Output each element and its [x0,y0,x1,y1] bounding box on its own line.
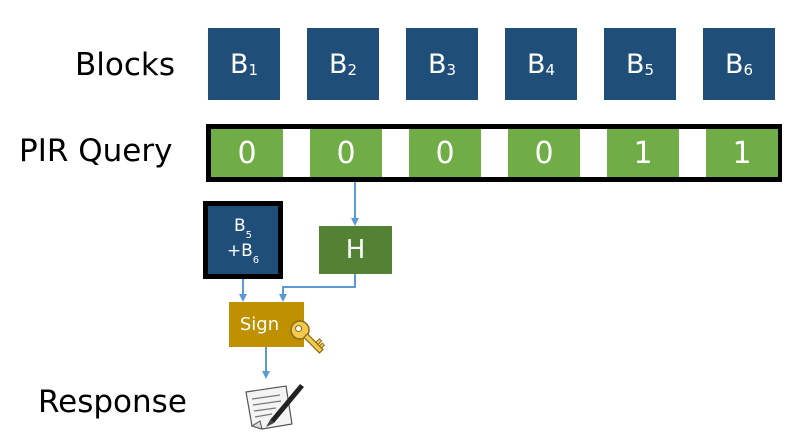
pir-query-frame [206,124,782,182]
combined-blocks-box: B5 +B6 [203,201,283,279]
query-bit-5: 1 [607,129,679,177]
block-5-letter: B [625,48,645,80]
response-label: Response [38,384,187,420]
query-bit-1: 0 [211,129,283,177]
block-3-letter: B [427,48,447,80]
query-bit-3: 0 [409,129,481,177]
block-6-letter: B [724,48,744,80]
block-5-index: 5 [644,61,655,79]
query-bit-2: 0 [310,129,382,177]
block-1-letter: B [229,48,249,80]
block-4-letter: B [526,48,546,80]
block-6-index: 6 [743,61,754,79]
block-3-index: 3 [446,61,457,79]
query-bit-6: 1 [706,129,778,177]
combined-line-1: B5 [233,215,253,241]
blocks-label: Blocks [75,47,175,83]
block-2-index: 2 [347,61,358,79]
pir-query-label: PIR Query [19,133,173,169]
block-1-index: 1 [248,61,259,79]
arrow-hash-to-sign [279,274,356,302]
sign-box: Sign [229,302,304,347]
hash-box: H [319,226,392,274]
sign-label: Sign [239,314,280,335]
query-bit-4: 0 [508,129,580,177]
combined-line-2: +B6 [226,241,260,267]
block-4-index: 4 [545,61,556,79]
block-2-letter: B [328,48,348,80]
